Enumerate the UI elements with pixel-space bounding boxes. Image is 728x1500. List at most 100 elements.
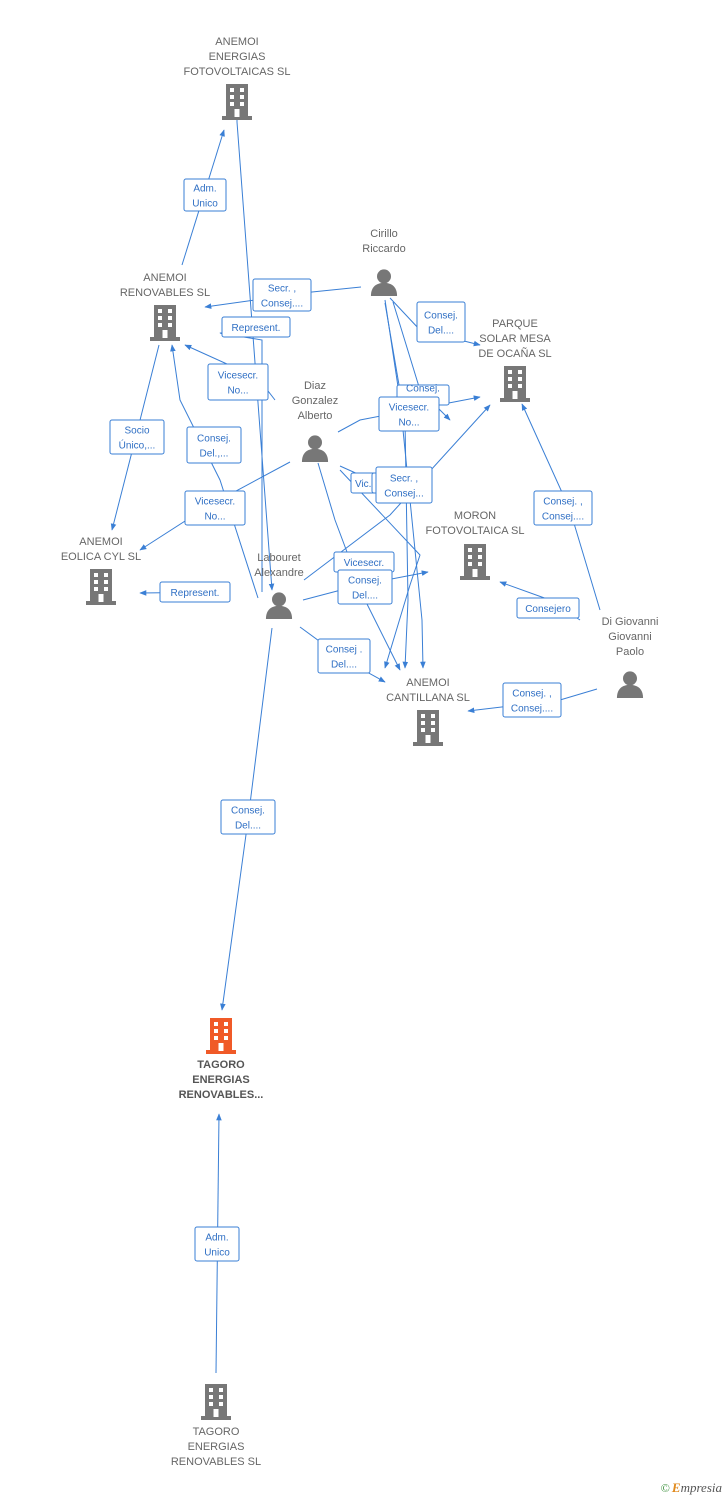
edge-label-text: Socio <box>124 426 149 437</box>
edge-label-e16[interactable]: Vicesecr. <box>333 551 395 573</box>
edge-label-box <box>252 278 312 312</box>
node-tagoro_focus[interactable]: TAGOROENERGIASRENOVABLES... <box>179 1018 264 1101</box>
edge-label-e8[interactable]: SocioÚnico,... <box>109 419 165 455</box>
node-label: DE OCAÑA SL <box>478 347 551 360</box>
edge-label-box <box>184 490 246 526</box>
edge-label-e3[interactable]: Represent. <box>221 316 291 338</box>
edge-label-text: Del.... <box>235 821 261 832</box>
edge-label-e5[interactable]: Vicesecr. No... <box>207 363 269 401</box>
edge-label-e15[interactable]: Represent. <box>159 581 231 603</box>
edge-label-text: Consej. <box>406 384 440 395</box>
person-icon <box>616 671 644 698</box>
node-label: ANEMOI <box>79 536 122 548</box>
building-icon <box>500 366 530 402</box>
edge-label-text: Secr. , <box>390 474 418 485</box>
edge-label-box <box>378 396 440 432</box>
edge-label-e13[interactable]: Secr. ,Consej... <box>375 466 433 504</box>
edge-label-text: Unico <box>204 1248 230 1259</box>
edge-label-text: Represent. <box>232 323 281 334</box>
edge-label-e4[interactable]: Consej.Del.... <box>416 301 466 343</box>
edge-label-e20[interactable]: Consej. ,Consej.... <box>502 682 562 718</box>
edge-label-box <box>317 638 371 674</box>
edge-label-text: Consej. <box>424 311 458 322</box>
edge-label-text: Vicesecr. <box>195 497 235 508</box>
edge-label-e7[interactable]: Vicesecr.No... <box>378 396 440 432</box>
edge-line <box>384 299 426 669</box>
edge-label-e17[interactable]: Consej. Del.... <box>337 569 393 605</box>
building-icon <box>86 569 116 605</box>
copyright-icon: © <box>660 1481 670 1495</box>
edge-label-text: Consej. , <box>512 689 551 700</box>
edge-label-e9[interactable]: Consej. Del.,... <box>186 426 242 464</box>
edge-label-box <box>502 682 562 718</box>
edge-label-text: Represent. <box>171 588 220 599</box>
edge-label-text: Del.... <box>352 591 378 602</box>
edge-label-e14[interactable]: Consej. , Consej.... <box>533 490 593 526</box>
node-label: Paolo <box>616 646 644 658</box>
edge-label-text: Consejero <box>525 604 571 615</box>
edge-line <box>204 286 362 309</box>
edge-label-text: Vicesecr. <box>344 558 384 569</box>
brand-footer: ©Empresia <box>661 1480 722 1496</box>
edge-label-text: Del.,... <box>200 449 229 460</box>
edge-label-e19[interactable]: Consej . Del.... <box>317 638 371 674</box>
edge-label-text: Consej.... <box>261 299 303 310</box>
edge-label-text: No... <box>398 418 419 429</box>
edge-label-box <box>533 490 593 526</box>
edge-label-box <box>207 363 269 401</box>
node-label: RENOVABLES... <box>179 1089 264 1101</box>
node-label: Alexandre <box>254 567 304 579</box>
edge-label-text: Consej.... <box>542 512 584 523</box>
node-label: ENERGIAS <box>209 51 266 63</box>
building-icon <box>150 305 180 341</box>
edge-label-text: Del.... <box>331 660 357 671</box>
edge-label-text: Adm. <box>205 1233 228 1244</box>
node-label: ENERGIAS <box>188 1441 245 1453</box>
edge-label-e21[interactable]: Consej.Del.... <box>220 799 276 835</box>
edge-label-box <box>375 466 433 504</box>
edge-label-box <box>337 569 393 605</box>
node-label: FOTOVOLTAICAS SL <box>184 66 291 78</box>
edge-label-e2[interactable]: Secr. ,Consej.... <box>252 278 312 312</box>
node-label: Di Giovanni <box>602 616 659 628</box>
edge-label-e22[interactable]: Adm. Unico <box>194 1226 240 1262</box>
edge-label-text: Consej . <box>326 645 363 656</box>
node-label: ANEMOI <box>143 272 186 284</box>
edge-label-e1[interactable]: Adm.Unico <box>183 178 227 212</box>
edge-label-e18[interactable]: Consejero <box>516 597 580 619</box>
edge-label-box <box>159 581 231 603</box>
node-label: Labouret <box>257 552 300 564</box>
building-icon <box>413 710 443 746</box>
building-icon <box>201 1384 231 1420</box>
person-icon <box>370 269 398 296</box>
edge-label-text: Consej. <box>348 576 382 587</box>
edge-label-e10[interactable]: Vicesecr. No... <box>184 490 246 526</box>
edge-label-text: No... <box>204 512 225 523</box>
edge-label-text: Consej. <box>197 434 231 445</box>
edge-label-box <box>183 178 227 212</box>
node-label: SOLAR MESA <box>479 333 551 345</box>
node-label: Gonzalez <box>292 395 338 407</box>
edge-label-text: Vic... <box>355 479 377 490</box>
edge-label-text: No... <box>227 386 248 397</box>
edge-line <box>339 469 421 669</box>
edge-label-text: Consej. , <box>543 497 582 508</box>
edge-label-text: Vicesecr. <box>218 371 258 382</box>
empresia-logo-text: mpresia <box>680 1480 722 1495</box>
edge-label-text: Unico <box>192 199 218 210</box>
edge-label-box <box>416 301 466 343</box>
nodes-layer: ANEMOI ENERGIAS FOTOVOLTAICAS SL CirilloRic… <box>61 36 659 1468</box>
node-label: ANEMOI <box>406 677 449 689</box>
